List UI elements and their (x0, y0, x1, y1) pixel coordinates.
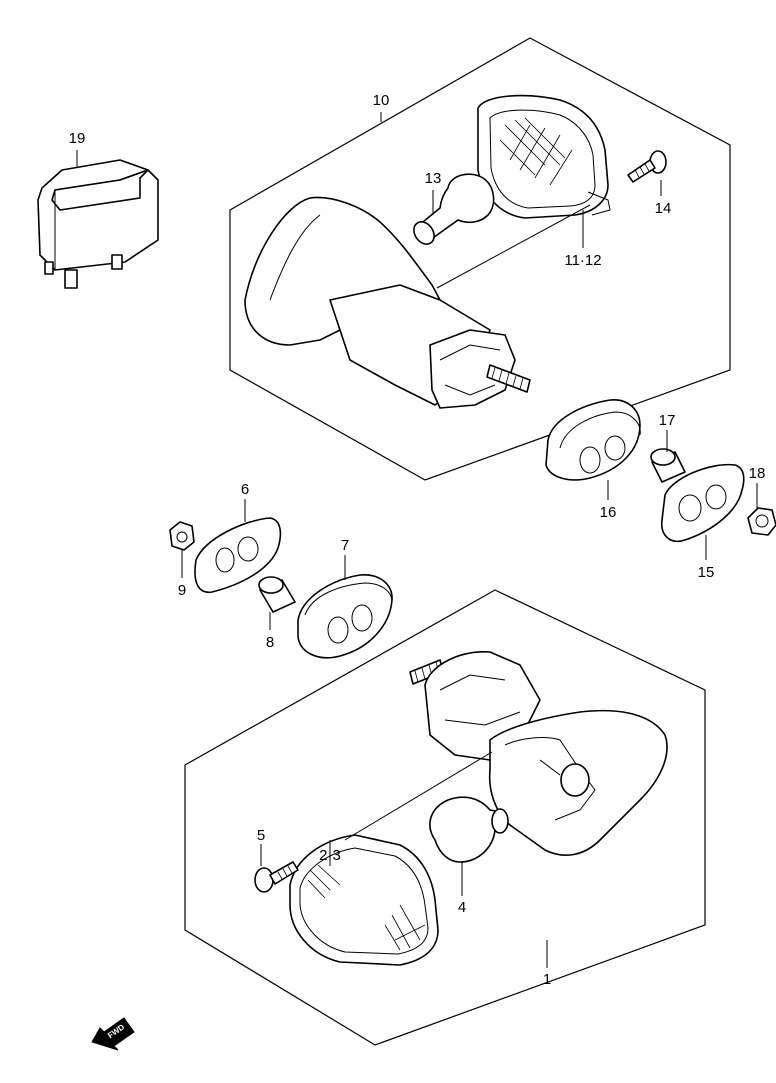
callout-7: 7 (341, 537, 349, 554)
callout-10: 10 (373, 92, 390, 109)
spacer-8 (258, 576, 296, 613)
callout-15: 15 (698, 564, 715, 581)
gasket-16 (545, 399, 641, 481)
screw-upper (627, 150, 667, 183)
callout-19: 19 (69, 130, 86, 147)
turn-signal-housing-lower (409, 651, 668, 856)
callout-2-3: 2·3 (319, 847, 341, 864)
nut-9 (169, 521, 195, 551)
bulb-upper (413, 173, 495, 245)
callout-1: 1 (543, 971, 551, 988)
assembly-10-outline (229, 37, 731, 481)
callout-18: 18 (749, 465, 766, 482)
callout-6: 6 (241, 481, 249, 498)
leader-lines (76, 112, 758, 968)
lens-lower (289, 834, 439, 966)
callout-5: 5 (257, 827, 265, 844)
assembly-1-outline (184, 589, 706, 1046)
callout-9: 9 (178, 582, 186, 599)
callout-14: 14 (655, 200, 672, 217)
lens-upper (477, 94, 611, 219)
callout-8: 8 (266, 634, 274, 651)
turn-signal-housing-upper (244, 196, 531, 409)
plate-6 (194, 517, 282, 594)
screw-lower (254, 861, 299, 893)
plate-15 (660, 463, 745, 542)
bulb-lower (429, 796, 509, 863)
relay (37, 159, 159, 289)
callout-11-12: 11·12 (564, 252, 601, 269)
nut-18 (747, 507, 776, 536)
gasket-7 (297, 574, 393, 659)
callout-17: 17 (659, 412, 676, 429)
spacer-17 (650, 448, 686, 483)
callout-13: 13 (425, 170, 442, 187)
forward-direction-arrow: FWD (91, 1017, 135, 1051)
callout-16: 16 (600, 504, 617, 521)
callout-4: 4 (458, 899, 466, 916)
